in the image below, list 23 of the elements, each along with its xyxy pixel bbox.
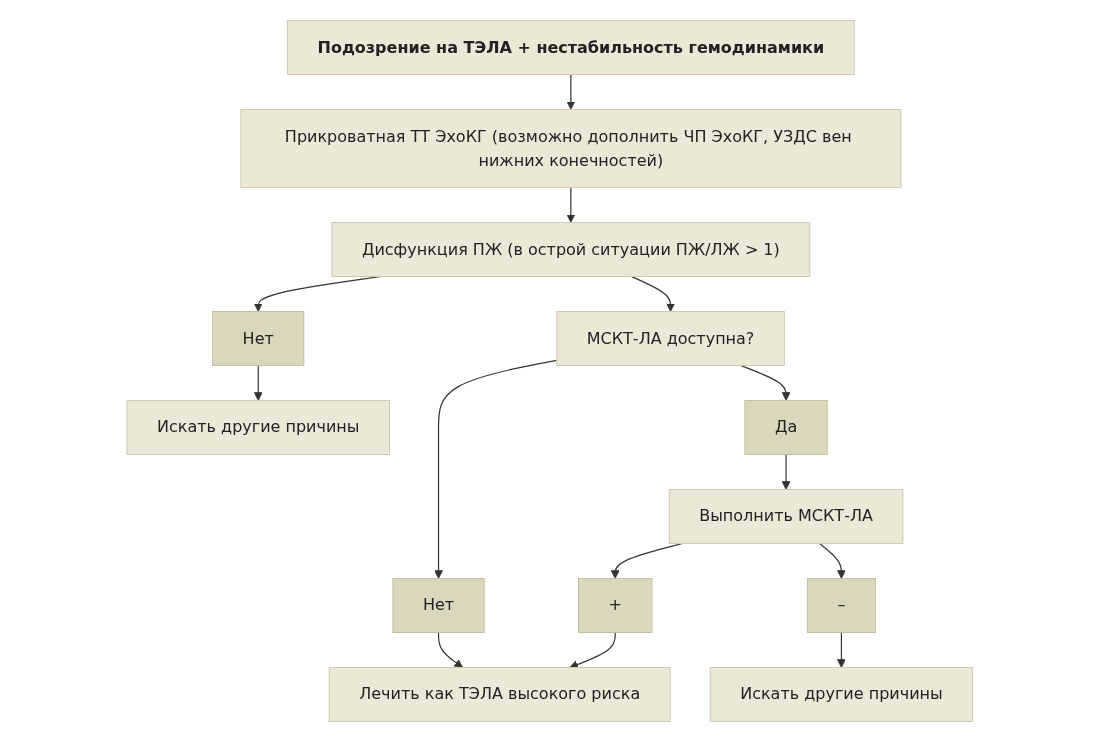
node-box: МСКТ-ЛА доступна? (555, 311, 785, 366)
arrow (253, 364, 263, 401)
node-box: Выполнить МСКТ-ЛА (668, 489, 904, 544)
node-box: Да (744, 400, 828, 455)
node-box: Дисфункция ПЖ (в острой ситуации ПЖ/ЛЖ > 1) (331, 222, 810, 277)
node-box: Искать другие причины (709, 667, 973, 722)
node-box: Лечить как ТЭЛА высокого риска (328, 667, 671, 722)
arrow (836, 631, 846, 668)
arrow (630, 275, 675, 312)
arrow (437, 631, 463, 668)
node-box: Нет (392, 578, 485, 633)
node-box: Искать другие причины (126, 400, 390, 455)
node-box: + (577, 578, 653, 633)
arrow (781, 453, 791, 490)
node-box: – (806, 578, 876, 633)
arrow (433, 359, 557, 579)
arrow (566, 186, 575, 223)
arrow (569, 631, 616, 669)
arrow (566, 73, 575, 110)
arrow (818, 542, 846, 579)
node-box: Подозрение на ТЭЛА + нестабильность гемодинамики (286, 20, 855, 75)
node-box: Нет (211, 311, 304, 366)
node-box: Прикроватная ТТ ЭхоКГ (возможно дополнить ЧП ЭхоКГ, УЗДС вен нижних конечностей) (240, 109, 901, 188)
